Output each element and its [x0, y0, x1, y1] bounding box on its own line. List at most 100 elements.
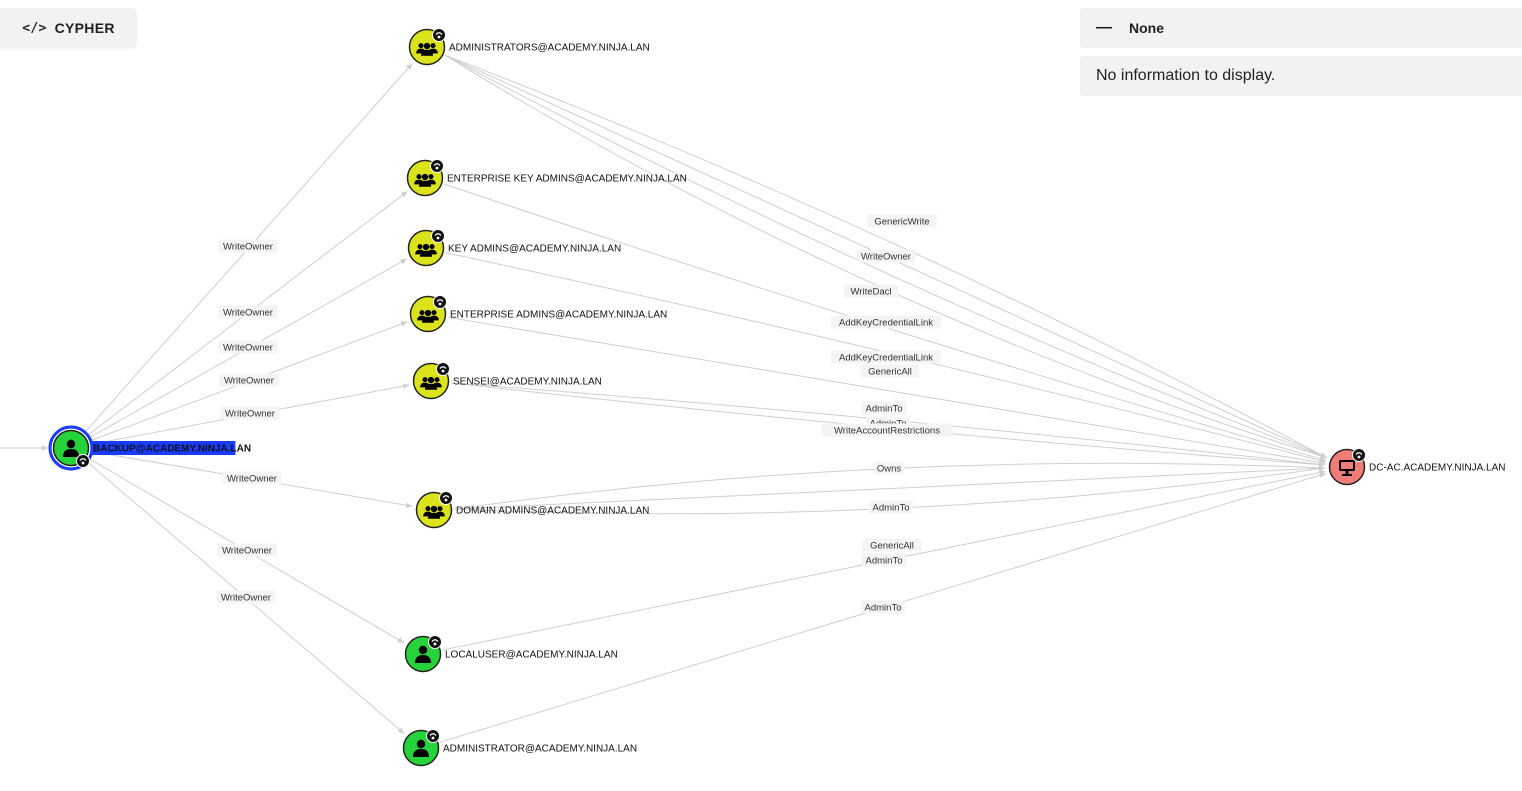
group-icon — [423, 505, 445, 519]
node-badge-icon — [430, 159, 444, 173]
graph-edge[interactable] — [444, 54, 1328, 459]
edge-label-background — [218, 239, 278, 253]
edge-label[interactable]: AdminTo — [862, 401, 906, 415]
edge-label-background — [831, 350, 941, 364]
edge-label[interactable]: WriteOwner — [222, 471, 282, 485]
node-backup[interactable]: BACKUP@ACADEMY.NINJA.LAN — [48, 425, 251, 471]
edge-label[interactable]: WriteOwner — [217, 543, 277, 557]
node-label: SENSEI@ACADEMY.NINJA.LAN — [453, 377, 602, 388]
group-icon — [414, 173, 436, 187]
edge-label-text: WriteOwner — [861, 252, 911, 263]
edge-label[interactable]: WriteOwner — [216, 590, 276, 604]
edge-label-background — [862, 538, 922, 552]
node-ent_admins[interactable]: ENTERPRISE ADMINS@ACADEMY.NINJA.LAN — [409, 295, 668, 333]
edge-label-text: GenericAll — [870, 541, 914, 552]
node-badge-icon — [426, 729, 440, 743]
node-badge-icon — [431, 229, 445, 243]
edge-label-background — [869, 500, 913, 514]
edge-label-text: WriteOwner — [222, 546, 272, 557]
edge-label[interactable]: WriteOwner — [218, 305, 278, 319]
group-icon — [420, 376, 442, 390]
edge-label-text: AdminTo — [866, 404, 903, 415]
edge-label[interactable]: GenericWrite — [867, 214, 937, 228]
edge-label-background — [874, 461, 904, 475]
node-administrator[interactable]: ADMINISTRATOR@ACADEMY.NINJA.LAN — [402, 729, 638, 767]
node-badge-icon — [432, 28, 446, 42]
edge-label-background — [860, 364, 920, 378]
edge-label[interactable]: GenericAll — [860, 364, 920, 378]
edge-label-text: WriteOwner — [223, 343, 273, 354]
edge-label[interactable]: WriteOwner — [220, 406, 280, 420]
node-label: ADMINISTRATORS@ACADEMY.NINJA.LAN — [449, 43, 650, 54]
edge-label[interactable]: AdminTo — [862, 553, 906, 567]
edge-label-background — [218, 305, 278, 319]
edge-label-background — [218, 340, 278, 354]
computer-icon — [1339, 460, 1355, 476]
edge-label-text: WriteOwner — [223, 242, 273, 253]
edge-label[interactable]: AdminTo — [869, 500, 913, 514]
edge-label[interactable]: WriteOwner — [856, 249, 916, 263]
edge-label-background — [867, 214, 937, 228]
edge-label[interactable]: WriteOwner — [218, 340, 278, 354]
entity-info-body: No information to display. — [1080, 56, 1522, 96]
cypher-button[interactable]: </> CYPHER — [0, 8, 137, 48]
edge-label-text: WriteOwner — [225, 409, 275, 420]
edge-label[interactable]: GenericAll — [862, 538, 922, 552]
edge-label-text: WriteOwner — [223, 308, 273, 319]
graph-edge[interactable] — [453, 465, 1326, 510]
edge-label-text: WriteAccountRestrictions — [834, 426, 940, 437]
node-localuser[interactable]: LOCALUSER@ACADEMY.NINJA.LAN — [404, 635, 618, 673]
node-domain_admins[interactable]: DOMAIN ADMINS@ACADEMY.NINJA.LAN — [415, 491, 650, 529]
code-icon: </> — [22, 20, 47, 36]
node-badge-icon — [1352, 448, 1366, 462]
graph-edge[interactable] — [444, 54, 1328, 459]
group-icon — [416, 42, 438, 56]
user-icon — [63, 439, 79, 457]
edge-label-text: WriteDacl — [851, 287, 892, 298]
graph-edge[interactable] — [447, 316, 1326, 466]
edge-label[interactable]: AddKeyCredentialLink — [831, 315, 941, 329]
graph-edge[interactable] — [445, 54, 1328, 459]
group-icon — [415, 243, 437, 257]
edge-label-background — [217, 543, 277, 557]
edge-label[interactable]: AdminTo — [861, 600, 905, 614]
node-badge-icon — [76, 454, 90, 468]
edge-label[interactable]: AddKeyCredentialLink — [831, 350, 941, 364]
user-icon — [413, 739, 429, 757]
edge-label-text: GenericAll — [868, 367, 912, 378]
node-label: DOMAIN ADMINS@ACADEMY.NINJA.LAN — [456, 506, 649, 517]
node-administrators[interactable]: ADMINISTRATORS@ACADEMY.NINJA.LAN — [408, 28, 650, 66]
edge-label-background — [220, 406, 280, 420]
user-icon — [415, 645, 431, 663]
edge-label-text: WriteOwner — [227, 474, 277, 485]
node-ent_key_admins[interactable]: ENTERPRISE KEY ADMINS@ACADEMY.NINJA.LAN — [406, 159, 687, 197]
edge-label-background — [821, 423, 953, 437]
node-label: BACKUP@ACADEMY.NINJA.LAN — [93, 444, 251, 455]
node-key_admins[interactable]: KEY ADMINS@ACADEMY.NINJA.LAN — [407, 229, 622, 267]
node-badge-icon — [439, 491, 453, 505]
node-sensei[interactable]: SENSEI@ACADEMY.NINJA.LAN — [412, 362, 602, 400]
node-label: KEY ADMINS@ACADEMY.NINJA.LAN — [448, 244, 621, 255]
edge-label-background — [219, 373, 279, 387]
edge-label-background — [216, 590, 276, 604]
entity-info-title: None — [1129, 20, 1164, 36]
cypher-button-label: CYPHER — [54, 20, 115, 36]
node-dc[interactable]: DC-AC.ACADEMY.NINJA.LAN — [1328, 448, 1506, 486]
node-label: ENTERPRISE KEY ADMINS@ACADEMY.NINJA.LAN — [447, 174, 687, 185]
edge-label[interactable]: Owns — [874, 461, 904, 475]
edge-label[interactable]: WriteAccountRestrictions — [821, 423, 953, 437]
node-label: ENTERPRISE ADMINS@ACADEMY.NINJA.LAN — [450, 310, 667, 321]
entity-info-header: — None — [1080, 8, 1522, 48]
edge-label[interactable]: WriteDacl — [844, 284, 898, 298]
edge-label-background — [862, 553, 906, 567]
edge-label-text: AddKeyCredentialLink — [839, 353, 933, 364]
collapse-icon[interactable]: — — [1096, 19, 1112, 36]
edge-label-background — [861, 600, 905, 614]
edge-label-background — [844, 284, 898, 298]
edge-label-text: WriteOwner — [224, 376, 274, 387]
edge-label[interactable]: WriteOwner — [218, 239, 278, 253]
edge-label[interactable]: WriteOwner — [219, 373, 279, 387]
node-label: ADMINISTRATOR@ACADEMY.NINJA.LAN — [443, 744, 637, 755]
edge-label-text: Owns — [877, 464, 902, 475]
